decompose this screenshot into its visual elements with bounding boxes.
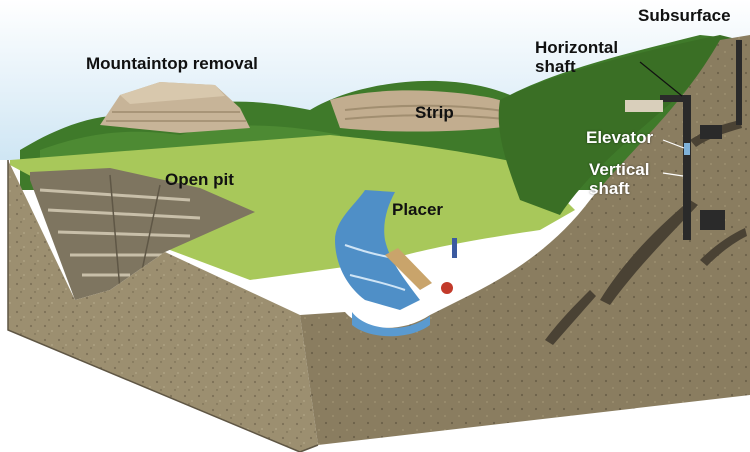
tunnel-opening-lower bbox=[700, 210, 725, 230]
shaft-entrance-building bbox=[625, 100, 663, 112]
label-subsurface: Subsurface bbox=[638, 6, 731, 25]
label-placer: Placer bbox=[392, 200, 444, 219]
label-strip: Strip bbox=[415, 103, 454, 122]
vertical-shaft-leader bbox=[662, 172, 684, 177]
label-horizontal-shaft-2: shaft bbox=[535, 57, 576, 76]
tunnel-opening bbox=[700, 125, 722, 139]
forest-right-slope bbox=[498, 35, 740, 215]
miner-standing bbox=[452, 238, 457, 258]
strip-mine bbox=[330, 90, 521, 132]
block-right-face bbox=[300, 35, 750, 445]
horizontal-shaft-leader bbox=[639, 61, 683, 97]
grass-meadow bbox=[10, 135, 575, 280]
label-vertical-shaft-1: Vertical bbox=[589, 160, 650, 179]
vertical-shaft bbox=[683, 95, 691, 240]
ore-vein bbox=[600, 200, 698, 305]
vertical-shaft-2 bbox=[736, 40, 742, 125]
sluice-box bbox=[385, 248, 432, 290]
block-left-face bbox=[8, 160, 318, 452]
elevator-leader bbox=[662, 139, 685, 149]
label-horizontal-shaft-1: Horizontal bbox=[535, 38, 619, 57]
label-mountaintop-removal: Mountaintop removal bbox=[86, 54, 258, 73]
placer-river bbox=[335, 190, 420, 310]
horizontal-shaft bbox=[660, 95, 690, 102]
miner-figure bbox=[441, 282, 453, 294]
label-open-pit: Open pit bbox=[165, 170, 234, 189]
elevator-car bbox=[684, 143, 690, 155]
label-vertical-shaft-2: shaft bbox=[589, 179, 630, 198]
label-elevator: Elevator bbox=[586, 128, 654, 147]
